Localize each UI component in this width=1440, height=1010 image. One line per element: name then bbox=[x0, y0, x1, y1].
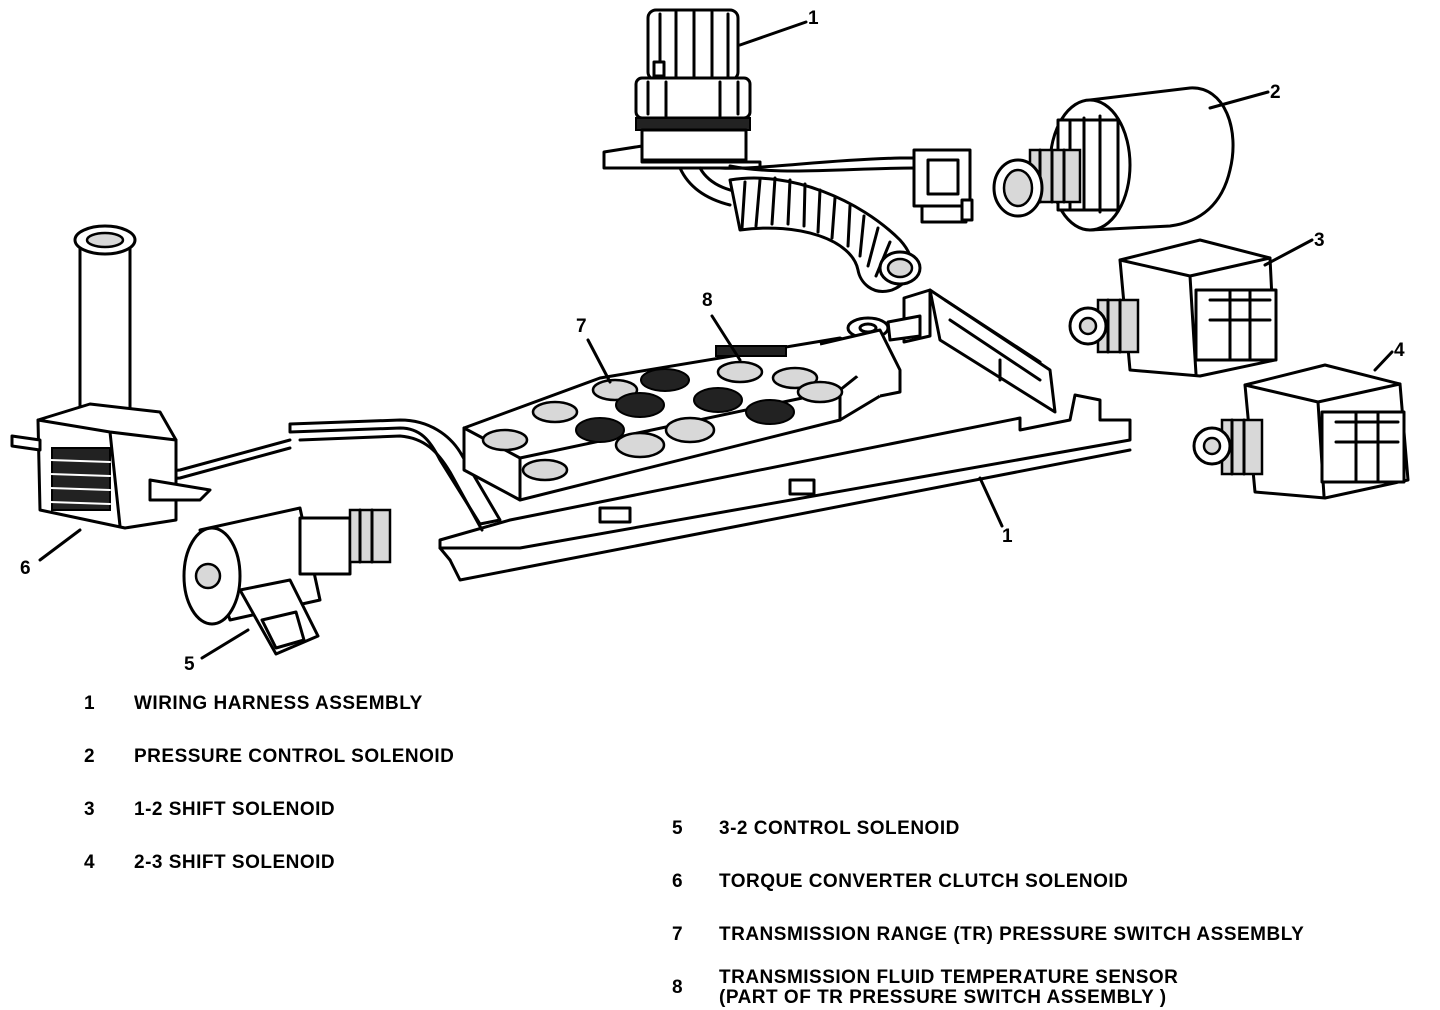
legend-number: 1 bbox=[84, 693, 96, 714]
exploded-parts-diagram: 1 2 3 4 1 5 6 7 8 bbox=[10, 8, 1410, 675]
legend-label: 3-2 CONTROL SOLENOID bbox=[719, 818, 960, 839]
legend-number: 2 bbox=[84, 746, 96, 767]
harness-frame-drawing bbox=[118, 288, 1132, 582]
legend-label: TRANSMISSION FLUID TEMPERATURE SENSOR bbox=[719, 967, 1179, 988]
legend-label: WIRING HARNESS ASSEMBLY bbox=[134, 693, 423, 714]
legend-label: PRESSURE CONTROL SOLENOID bbox=[134, 746, 455, 767]
legend-label-continued: (PART OF TR PRESSURE SWITCH ASSEMBLY ) bbox=[719, 987, 1167, 1008]
callout-2: 2 bbox=[1270, 82, 1281, 103]
shift-solenoid-2-3-drawing bbox=[1192, 363, 1410, 500]
callout-1-top: 1 bbox=[808, 8, 819, 29]
legend-label: 1-2 SHIFT SOLENOID bbox=[134, 799, 336, 820]
tcc-solenoid-drawing bbox=[10, 224, 212, 530]
callout-7: 7 bbox=[576, 316, 587, 337]
legend-label: TORQUE CONVERTER CLUTCH SOLENOID bbox=[719, 871, 1129, 892]
callout-6: 6 bbox=[20, 558, 31, 579]
legend-number: 3 bbox=[84, 799, 96, 820]
legend-number: 4 bbox=[84, 852, 96, 873]
callout-1-bottom: 1 bbox=[1002, 526, 1013, 547]
callout-3: 3 bbox=[1314, 230, 1325, 251]
shift-solenoid-1-2-drawing bbox=[1068, 238, 1278, 378]
legend-number: 8 bbox=[672, 977, 684, 998]
leader-lines bbox=[38, 20, 1394, 660]
legend-number: 7 bbox=[672, 924, 684, 945]
callout-4: 4 bbox=[1394, 340, 1405, 361]
callout-5: 5 bbox=[184, 654, 195, 675]
control-solenoid-3-2-drawing bbox=[182, 506, 392, 656]
callout-8: 8 bbox=[702, 290, 713, 311]
legend-label: TRANSMISSION RANGE (TR) PRESSURE SWITCH … bbox=[719, 924, 1305, 945]
pressure-control-solenoid-drawing bbox=[992, 86, 1235, 232]
tr-pressure-switch-drawing bbox=[462, 328, 902, 502]
harness-loom-drawing bbox=[678, 148, 974, 293]
legend-number: 6 bbox=[672, 871, 684, 892]
legend-label: 2-3 SHIFT SOLENOID bbox=[134, 852, 336, 873]
harness-connector-drawing bbox=[602, 8, 762, 170]
legend-number: 5 bbox=[672, 818, 684, 839]
